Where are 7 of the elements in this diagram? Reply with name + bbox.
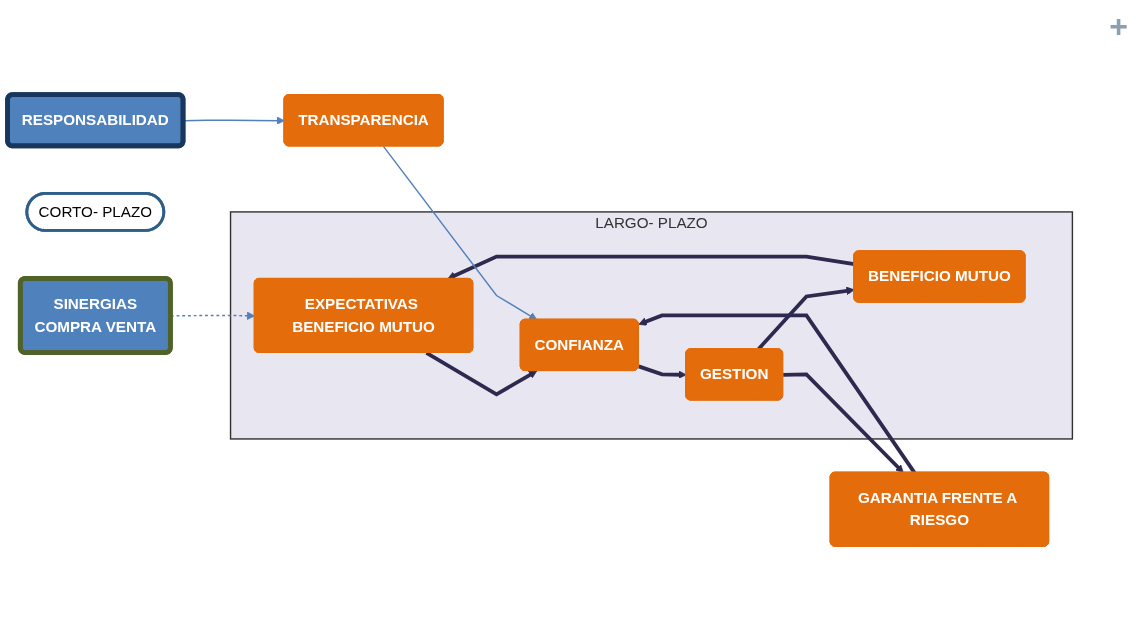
plus-sign: + — [1109, 8, 1128, 45]
arrow — [638, 313, 917, 474]
arrow — [382, 145, 538, 321]
arrow — [638, 364, 687, 379]
arrow — [447, 254, 855, 280]
arrow — [425, 351, 538, 397]
arrow — [783, 372, 904, 474]
